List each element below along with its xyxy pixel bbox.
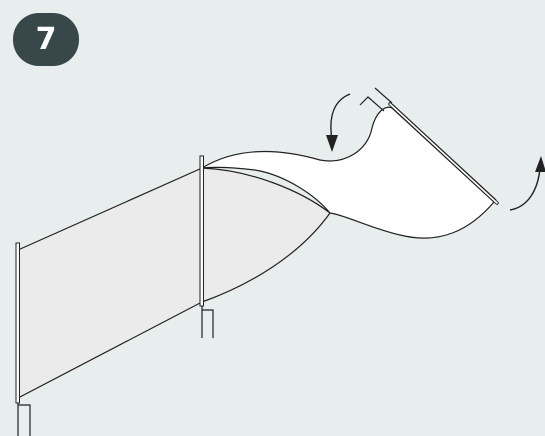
- curved-arrow-up-icon: [509, 156, 545, 211]
- fence-post-left: [15, 242, 31, 436]
- step-badge: 7: [13, 13, 79, 66]
- curved-arrow-down-icon: [326, 93, 351, 152]
- fence-post-right: [359, 87, 499, 205]
- net-folded-flap: [201, 106, 495, 239]
- fence-post-middle: [199, 155, 214, 338]
- net-panel-left: [17, 167, 203, 399]
- step-number: 7: [35, 21, 57, 57]
